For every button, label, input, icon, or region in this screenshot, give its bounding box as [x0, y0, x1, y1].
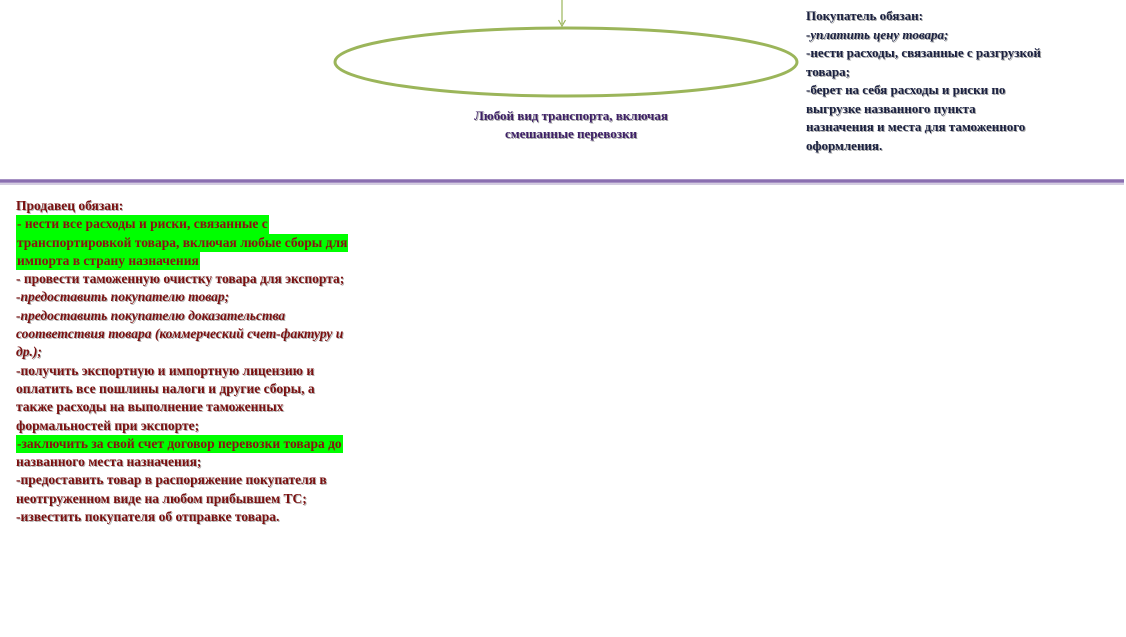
seller-heading-text: Продавец обязан:: [16, 198, 124, 213]
transport-caption-line: Любой вид транспорта, включая: [474, 108, 668, 123]
seller-line-highlighted: транспортировкой товара, включая любые с…: [16, 233, 416, 252]
transport-ellipse: [333, 26, 799, 98]
seller-line: -получить экспортную и импортную лицензи…: [16, 362, 315, 378]
highlighted-text: импорта в страну назначения: [16, 251, 200, 271]
seller-heading: Продавец обязан:: [16, 197, 416, 215]
seller-line: названного места назначения;: [16, 454, 202, 470]
buyer-heading: Покупатель обязан:: [806, 8, 923, 23]
transport-caption: Любой вид транспорта, включая смешанные …: [430, 107, 712, 143]
connector-arrowhead: [557, 19, 567, 28]
buyer-line: -уплатить цену товара;: [806, 26, 949, 42]
seller-line: оплатить все пошлины налоги и другие сбо…: [16, 380, 315, 396]
seller-line: др.);: [16, 344, 42, 360]
seller-line: неотгруженном виде на любом прибывшем ТС…: [16, 490, 307, 506]
buyer-line: выгрузке названного пункта: [806, 100, 976, 116]
seller-line: -предоставить покупателю доказательства: [16, 307, 286, 323]
seller-line-highlighted: импорта в страну назначения: [16, 251, 416, 271]
buyer-line: оформления.: [806, 137, 883, 153]
seller-line: также расходы на выполнение таможенных: [16, 399, 284, 415]
highlighted-text: -заключить за свой счет договор перевозк…: [16, 434, 343, 454]
seller-line-highlighted: - нести все расходы и риски, связанные с: [16, 215, 416, 234]
buyer-line: -берет на себя расходы и риски по: [806, 82, 1006, 97]
seller-line: формальностей при экспорте;: [16, 417, 200, 433]
buyer-obligations: Покупатель обязан: -уплатить цену товара…: [806, 7, 1106, 155]
buyer-line: товара;: [806, 63, 850, 79]
seller-obligations: Продавец обязан: - нести все расходы и р…: [16, 197, 416, 526]
buyer-line: назначения и места для таможенного: [806, 119, 1026, 134]
seller-line: -предоставить товар в распоряжение покуп…: [16, 472, 327, 488]
seller-line: соответствия товара (коммерческий счет-ф…: [16, 326, 344, 342]
seller-line: - провести таможенную очистку товара для…: [16, 271, 345, 287]
transport-caption-line: смешанные перевозки: [505, 126, 637, 141]
highlighted-text: транспортировкой товара, включая любые с…: [16, 233, 349, 252]
seller-line-highlighted: -заключить за свой счет договор перевозк…: [16, 434, 416, 454]
highlighted-text: - нести все расходы и риски, связанные с: [16, 215, 269, 234]
seller-line: -известить покупателя об отправке товара…: [16, 509, 280, 525]
buyer-line: -нести расходы, связанные с разгрузкой: [806, 45, 1041, 60]
seller-line: -предоставить покупателю товар;: [16, 289, 230, 305]
